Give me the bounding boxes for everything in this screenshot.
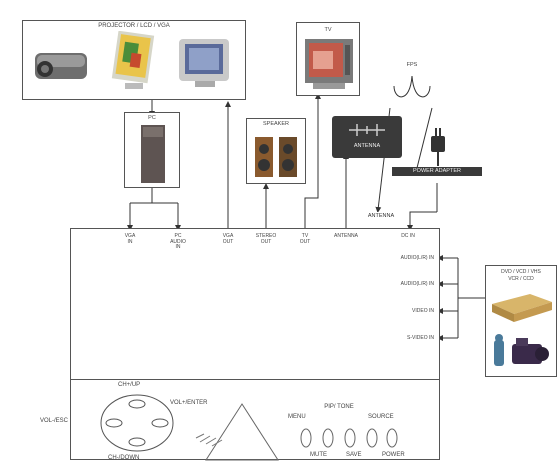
av-sources-title-1: DVD / VCD / VHS <box>501 269 541 275</box>
pip-tone-label: PIP/ TONE <box>324 404 354 410</box>
control-panel-divider <box>71 379 439 380</box>
nav-ring <box>100 394 174 452</box>
antenna-top-label: ANTENNA <box>360 212 402 220</box>
save-button[interactable]: SAVE <box>346 452 362 458</box>
projector-group: PROJECTOR / LCD / VGA <box>22 20 246 100</box>
vol-esc-button[interactable]: VOL-/ESC <box>40 418 69 424</box>
tv-image <box>305 39 353 89</box>
dvd-player-image <box>492 294 552 322</box>
menu-button[interactable] <box>301 429 311 447</box>
av-sources-box: DVD / VCD / VHS VCR / CCD <box>485 265 557 377</box>
right-port-video-in: VIDEO IN <box>412 308 434 314</box>
port-dc-in: DC IN <box>401 233 415 239</box>
menu-label: MENU <box>288 414 306 420</box>
projector-image <box>35 53 87 79</box>
tv-label: TV <box>324 27 332 33</box>
antenna-box-label: ANTENNA <box>353 143 381 149</box>
power-adapter-label: POWER ADAPTER <box>392 167 482 176</box>
antenna-icon <box>349 124 385 136</box>
pc-box: PC <box>124 112 180 188</box>
speaker-image <box>255 137 297 177</box>
pc-label: PC <box>148 115 156 121</box>
vol-enter-button[interactable]: VOL+/ENTER <box>170 400 208 406</box>
sat-label: FPS <box>406 62 418 68</box>
main-device <box>70 228 440 460</box>
source-label: SOURCE <box>368 414 394 420</box>
ir-sensor-icon <box>195 403 279 461</box>
power-button[interactable]: POWER <box>382 452 405 458</box>
port-antenna: ANTENNA <box>334 233 358 239</box>
speaker-box: SPEAKER <box>246 118 306 184</box>
right-port-audio-in-1: AUDIO(L/R) IN <box>400 255 434 261</box>
source-button[interactable] <box>367 429 377 447</box>
right-port-audio-in-2: AUDIO(L/R) IN <box>400 281 434 287</box>
speaker-label: SPEAKER <box>263 121 289 127</box>
lcd-monitor-image <box>111 31 155 89</box>
pc-tower-image <box>141 125 165 183</box>
mute-button[interactable]: MUTE <box>310 452 327 458</box>
pip-tone-button[interactable] <box>323 429 333 447</box>
antenna-box: ANTENNA <box>332 116 402 158</box>
tv-box: TV <box>296 22 360 96</box>
ch-down-button[interactable]: CH-/DOWN <box>108 455 140 461</box>
ch-up-button[interactable]: CH+/UP <box>118 382 141 388</box>
av-sources-title-2: VCR / CCD <box>508 276 534 282</box>
right-port-s-video-in: S-VIDEO IN <box>407 335 434 341</box>
panel-buttons <box>300 428 398 448</box>
crt-monitor-image <box>179 39 229 87</box>
power-plug-image <box>431 128 445 166</box>
camcorder-image <box>494 334 549 366</box>
projector-group-title: PROJECTOR / LCD / VGA <box>98 23 170 29</box>
